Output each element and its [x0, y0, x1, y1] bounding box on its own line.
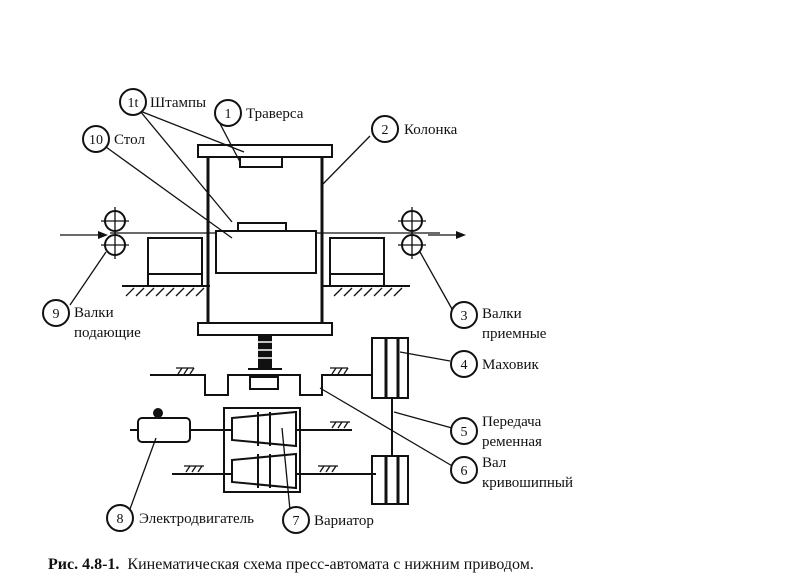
- callout-3-label-a: Валки: [482, 306, 522, 322]
- callout-10-label: Стол: [114, 132, 145, 148]
- hatch-right: [333, 287, 403, 297]
- crankshaft: [150, 367, 372, 396]
- callout-10: 10 Стол: [82, 125, 145, 153]
- upper-die: [239, 156, 283, 168]
- variator: [172, 407, 376, 493]
- callout-11-number: 1t: [128, 96, 139, 111]
- press-frame: [60, 144, 466, 336]
- callout-5-label-a: Передача: [482, 414, 542, 430]
- callout-1-label: Траверса: [246, 106, 304, 122]
- callout-8-number: 8: [117, 512, 124, 527]
- callout-2-number: 2: [382, 123, 389, 138]
- electric-motor: [130, 408, 191, 443]
- flywheel-belt: [371, 337, 409, 505]
- callout-11-label: Штампы: [150, 95, 206, 111]
- right-support: [329, 237, 385, 275]
- callout-9-label-b: подающие: [74, 325, 141, 341]
- callout-3-number: 3: [461, 309, 468, 324]
- connecting-rod: [248, 335, 282, 370]
- hatch-left: [125, 287, 205, 297]
- callout-8-label: Электродвигатель: [139, 511, 254, 527]
- callout-3-label-b: приемные: [482, 326, 547, 342]
- callout-6: 6 Вал кривошипный: [450, 455, 573, 491]
- callout-4: 4 Маховик: [450, 350, 540, 378]
- callout-7: 7 Вариатор: [282, 506, 374, 534]
- leader-lines: [69, 110, 455, 511]
- take-off-rollers: [398, 207, 426, 259]
- traverse: [197, 144, 333, 158]
- callout-4-number: 4: [461, 358, 468, 373]
- callout-1: 1 Траверса: [214, 99, 304, 127]
- callout-6-number: 6: [461, 464, 468, 479]
- callout-11: 1t Штампы: [119, 88, 206, 116]
- callout-7-number: 7: [293, 514, 300, 529]
- exit-arrow-head: [456, 231, 466, 239]
- callout-6-label-a: Вал: [482, 455, 507, 471]
- feed-rollers: [101, 207, 129, 259]
- callout-4-label: Маховик: [482, 357, 540, 373]
- left-support: [147, 237, 203, 275]
- callout-3: 3 Валки приемные: [450, 301, 547, 342]
- callout-7-label: Вариатор: [314, 513, 374, 529]
- callout-9-label-a: Валки: [74, 305, 114, 321]
- callout-6-label-b: кривошипный: [482, 475, 573, 491]
- table-slide: [215, 230, 317, 274]
- caption-number: Рис. 4.8-1.: [48, 556, 119, 573]
- callout-9-number: 9: [53, 307, 60, 322]
- figure-caption: Рис. 4.8-1. Кинематическая схема пресс-а…: [48, 556, 534, 573]
- callout-2: 2 Колонка: [371, 115, 458, 143]
- callout-2-label: Колонка: [404, 122, 458, 138]
- callout-9: 9 Валки подающие: [42, 299, 141, 341]
- lower-beam: [197, 322, 333, 336]
- callout-5-label-b: ременная: [482, 434, 542, 450]
- callout-10-number: 10: [89, 133, 103, 148]
- caption-text: Кинематическая схема пресс-автомата с ни…: [127, 556, 533, 573]
- callout-5-number: 5: [461, 425, 468, 440]
- callout-5: 5 Передача ременная: [450, 414, 542, 450]
- callout-1-number: 1: [225, 107, 232, 122]
- feed-arrow-head: [98, 231, 108, 239]
- callout-8: 8 Электродвигатель: [106, 504, 254, 532]
- lower-die: [237, 222, 287, 232]
